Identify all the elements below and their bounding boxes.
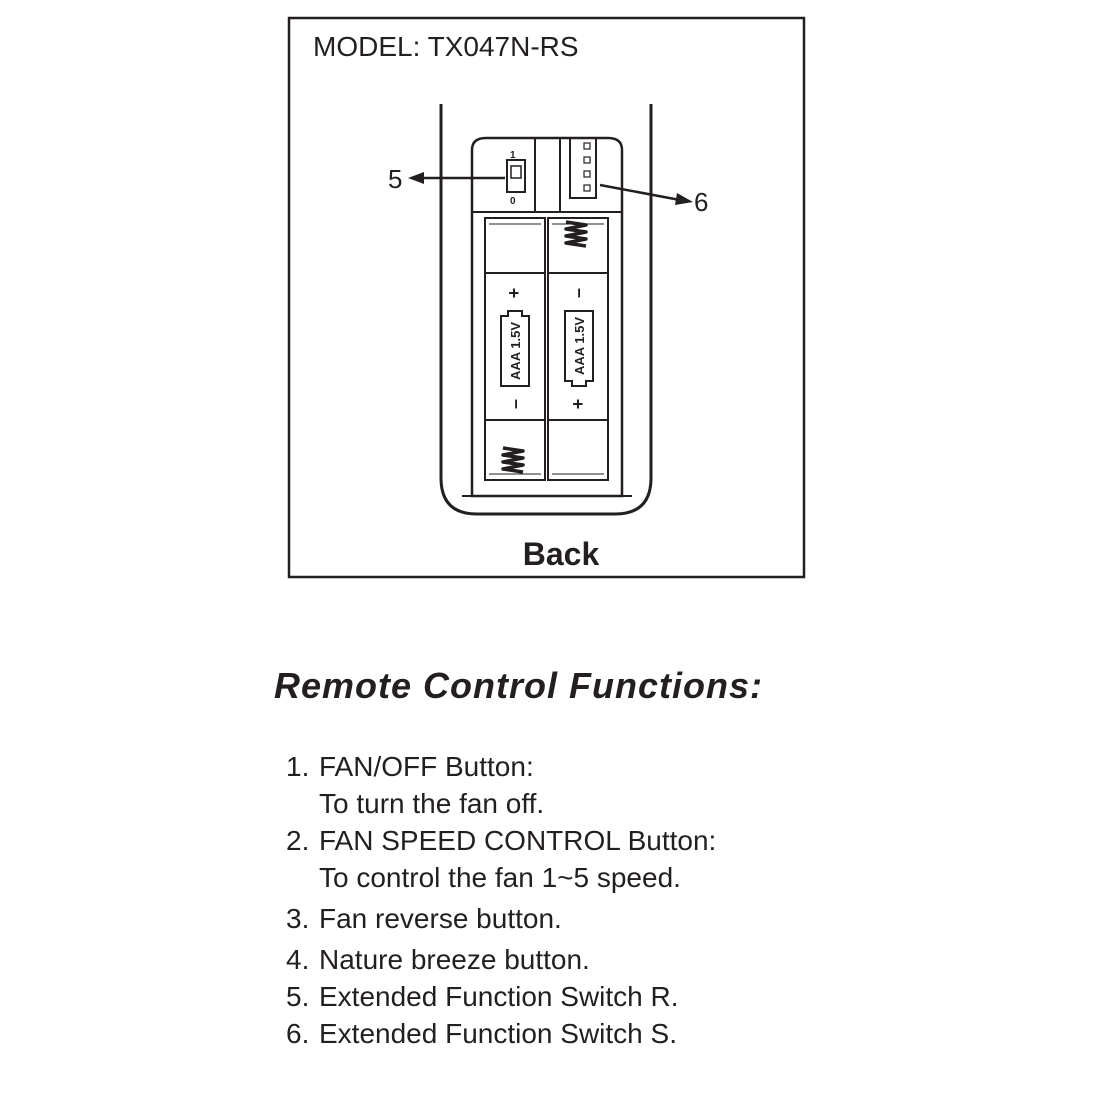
callout-5-label: 5 [388, 164, 402, 194]
list-item: 6. Extended Function Switch S. [286, 1015, 716, 1052]
switch-s-position [583, 184, 591, 192]
item-title: Extended Function Switch R. [319, 981, 679, 1012]
switch-s-position [583, 170, 591, 178]
item-number: 1. [286, 751, 310, 782]
list-item: 5. Extended Function Switch R. [286, 978, 716, 1015]
switch-s-position [583, 142, 591, 150]
battery-right-outline [564, 310, 594, 387]
callout-5-arrowhead [408, 172, 424, 184]
item-title: FAN SPEED CONTROL Button: [319, 825, 717, 856]
battery-left-plus: + [504, 288, 524, 299]
battery-left: AAA 1.5V + – [500, 288, 530, 409]
battery-compartment [470, 136, 624, 498]
battery-right-label: AAA 1.5V [572, 317, 587, 375]
battery-right-plus: + [568, 399, 588, 410]
item-number: 3. [286, 903, 310, 934]
model-label: MODEL: TX047N-RS [313, 31, 579, 62]
switch-off-mark: 0 [510, 196, 516, 207]
callout-6-arrow [599, 183, 681, 202]
switch-s-position [583, 156, 591, 164]
spring-icon [564, 220, 588, 248]
switch-s-housing [569, 137, 597, 199]
remote-body-outline [439, 104, 653, 516]
battery-right-minus: – [568, 288, 588, 298]
callout-6-arrowhead [675, 193, 693, 205]
battery-cell-top-left [484, 217, 546, 274]
item-title: Nature breeze button. [319, 944, 590, 975]
switch-r-slide [506, 159, 526, 193]
switch-on-mark: 1 [510, 150, 516, 161]
item-title: FAN/OFF Button: [319, 751, 534, 782]
diagram-frame [287, 16, 806, 579]
item-title: Extended Function Switch S. [319, 1018, 677, 1049]
battery-cell-bottom-right [547, 419, 609, 481]
battery-right: AAA 1.5V – + [564, 288, 594, 410]
functions-list: 1. FAN/OFF Button: To turn the fan off. 2… [286, 748, 716, 1052]
battery-left-minus: – [505, 399, 525, 409]
list-item: 2. FAN SPEED CONTROL Button: To control t… [286, 822, 716, 896]
item-number: 5. [286, 981, 310, 1012]
view-label: Back [523, 536, 600, 572]
list-item: 4. Nature breeze button. [286, 941, 716, 978]
item-number: 4. [286, 944, 310, 975]
battery-cell-bottom-left [484, 419, 546, 481]
callout-6-label: 6 [694, 187, 708, 217]
functions-heading: Remote Control Functions: [274, 665, 763, 706]
list-item: 3. Fan reverse button. [286, 900, 716, 937]
list-item: 1. FAN/OFF Button: To turn the fan off. [286, 748, 716, 822]
item-description: To control the fan 1~5 speed. [319, 862, 681, 893]
item-title: Fan reverse button. [319, 903, 562, 934]
remote-back-diagram: MODEL: TX047N-RS 1 0 5 6 AAA 1.5V + – [287, 16, 806, 579]
spring-icon [501, 446, 525, 474]
switch-r-knob [510, 165, 522, 179]
battery-left-outline [500, 310, 530, 387]
item-number: 6. [286, 1018, 310, 1049]
battery-left-label: AAA 1.5V [508, 322, 523, 380]
item-description: To turn the fan off. [319, 788, 545, 819]
item-number: 2. [286, 825, 310, 856]
